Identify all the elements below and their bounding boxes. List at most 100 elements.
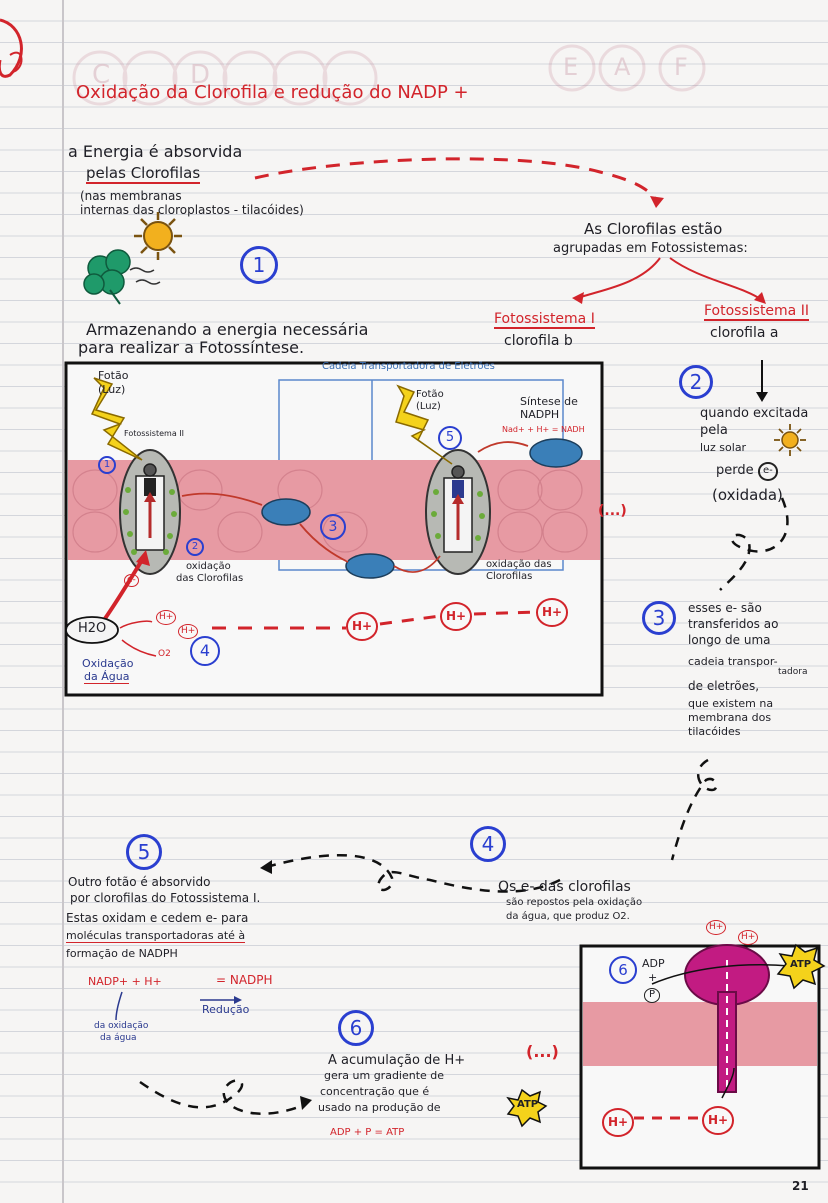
atp-label-1: ATP (517, 1099, 539, 1110)
step3-line8: tilacóides (688, 725, 741, 738)
nadp-eq-right: = NADPH (216, 973, 273, 987)
thylakoid-diagram (64, 361, 604, 697)
h-plus-big-1: H+ (346, 612, 379, 641)
step4-line3: da água, que produz O2. (506, 911, 630, 922)
atp-burst-icon-2 (506, 1088, 548, 1128)
oxidation-label-1b: das Clorofilas (176, 573, 244, 584)
oxidation-label-2a: oxidação das (486, 559, 552, 570)
step3-line4: cadeia transpor- (688, 655, 778, 668)
step5-line4: moléculas transportadoras até à (66, 929, 246, 943)
diagram-ellipsis: (...) (598, 503, 627, 519)
step-4-badge: 4 (470, 826, 506, 862)
intro-line1: a Energia é absorvida (68, 142, 243, 161)
h-plus-small-2: H+ (178, 624, 199, 640)
transport-arrow-3 (393, 555, 441, 573)
e-minus-label: e- (124, 574, 139, 588)
arrow-to-ps1 (577, 257, 661, 299)
step6-line1: A acumulação de H+ (328, 1053, 466, 1068)
step6-equation: ADP + P = ATP (330, 1127, 405, 1138)
step-6-badge: 6 (338, 1010, 374, 1046)
step5-line3: Estas oxidam e cedem e- para (66, 911, 249, 925)
photosystems-line1: As Clorofilas estão (584, 220, 723, 238)
step3-line4b: tadora (778, 667, 808, 677)
arrow-intro-to-photosystems (254, 157, 658, 201)
h2o-label: H2O (78, 621, 107, 636)
synthase-step-6: 6 (609, 956, 637, 984)
h2o-bubble (65, 616, 119, 644)
ps1-label: Fotossistema I (494, 311, 595, 329)
faded-letter: E (563, 53, 579, 81)
ps2-label: Fotossistema II (704, 303, 809, 321)
step6-line2: gera um gradiente de (324, 1069, 445, 1082)
step3-line3: longo de uma (688, 633, 771, 647)
step4-hplus-1: H+ (706, 920, 727, 936)
step2-line2: pela (700, 423, 728, 438)
o2-label: O2 (158, 649, 171, 659)
step3-line7: membrana dos (688, 711, 772, 724)
faded-letter: D (190, 60, 211, 90)
step-5-badge: 5 (126, 834, 162, 870)
step4-hplus-2: H+ (738, 930, 759, 946)
synthase-plus: + (648, 971, 658, 984)
atp-synthase-diagram (579, 944, 821, 1170)
step2-line4: perde (716, 463, 754, 478)
margin-line (62, 0, 64, 1203)
cadeia-label: Cadeia Transportadora de Eletrões (322, 361, 495, 372)
sintese-label-1: Síntese de (520, 395, 578, 408)
transport-arrow-1 (181, 492, 263, 506)
h-plus-small-1: H+ (156, 610, 177, 626)
step3-line2: transferidos ao (688, 617, 779, 631)
arrow-to-ps2 (669, 257, 763, 301)
arrowhead (650, 196, 664, 208)
h-plus-big-3: H+ (536, 598, 569, 627)
diagram-step-4: 4 (190, 636, 220, 666)
step3-line6: que existem na (688, 697, 774, 710)
intro-line3: (nas membranas (80, 189, 182, 203)
transport-arrow-2 (299, 523, 349, 563)
page-number: 21 (792, 1179, 809, 1193)
faded-circles (72, 44, 706, 106)
step-3-badge: 3 (642, 601, 676, 635)
water-arrow (102, 558, 144, 622)
light-wave (129, 267, 155, 273)
da-oxidacao-1: da oxidação (94, 1021, 149, 1031)
margin-doodle (0, 18, 23, 78)
sintese-label-2: NADPH (520, 408, 560, 421)
faded-letter: C (92, 60, 111, 90)
proton-line-2 (379, 614, 441, 626)
da-oxidacao-2: da água (100, 1033, 137, 1043)
intro-line4: internas das cloroplastos - tilacóides) (80, 203, 304, 217)
photosystem-i-complex (425, 449, 491, 575)
nadp-equation: Nad+ + H+ = NADH (502, 425, 585, 434)
lightning-icon-2 (395, 384, 453, 465)
sun-icon (134, 212, 182, 260)
step2-line5: (oxidada) (712, 486, 783, 504)
diagram-step-3: 3 (320, 514, 346, 540)
dashed-path-4-5 (269, 853, 561, 893)
step2-eminus: e- (758, 462, 778, 481)
lightning-icon-1 (90, 377, 143, 461)
step3-line1: esses e- são (688, 601, 762, 615)
step4-line1: Os e- das clorofilas (498, 879, 631, 895)
leaf-icon (83, 249, 131, 305)
oxid-agua-2: da Água (84, 670, 130, 684)
step5-line1: Outro fotão é absorvido (68, 875, 211, 889)
luz-label-1: (Luz) (98, 383, 126, 396)
ps1-sub: clorofila b (504, 333, 573, 349)
step4-line2: são repostos pela oxidação (506, 897, 643, 908)
page-title: Oxidação da Clorofila e redução do NADP … (76, 82, 469, 103)
oxidation-label-1a: oxidação (186, 561, 231, 572)
oxidation-label-2b: Clorofilas (486, 571, 533, 582)
diagram-step-5: 5 (438, 426, 462, 450)
reduction-label: Redução (202, 1003, 250, 1016)
synthase-hplus-2: H+ (702, 1106, 735, 1135)
margin-doodle-inner (9, 51, 23, 73)
store-energy-line1: Armazenando a energia necessária (86, 320, 369, 339)
diagram-step-1: 1 (98, 456, 116, 474)
synthase-hplus-1: H+ (602, 1108, 635, 1137)
carrier-proteins (261, 438, 583, 579)
intro-line2: pelas Clorofilas (86, 164, 201, 184)
dashed-path-5-6 (139, 1079, 307, 1115)
